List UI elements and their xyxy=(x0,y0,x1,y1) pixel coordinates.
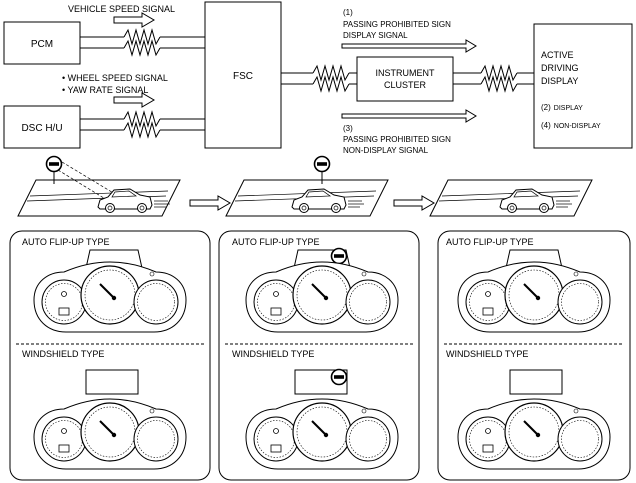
pcm-fsc-harness xyxy=(80,29,205,56)
road-scene-2 xyxy=(225,155,389,217)
yaw-rate-label: • YAW RATE SIGNAL xyxy=(62,85,148,95)
windshield-label: WINDSHIELD TYPE xyxy=(446,349,528,359)
passing-prohibited-sign-icon xyxy=(330,247,348,265)
fsc-cluster-harness xyxy=(281,65,357,92)
signal-3-label-1: PASSING PROHIBITED SIGN xyxy=(343,135,451,144)
road-scene-1 xyxy=(17,155,181,217)
vehicle-speed-arrow xyxy=(113,12,155,28)
ad-label-1: ACTIVE xyxy=(541,50,574,60)
windshield-label: WINDSHIELD TYPE xyxy=(232,349,314,359)
cluster-label-2: CLUSTER xyxy=(384,80,427,90)
panel-no-sign: AUTO FLIP-UP TYPE WINDSHIELD TYPE xyxy=(9,230,211,481)
fsc-label: FSC xyxy=(233,71,253,82)
signal-3-label-2: NON-DISPLAY SIGNAL xyxy=(343,146,429,155)
ad-label-3: DISPLAY xyxy=(541,76,578,86)
signal-1-number: (1) xyxy=(343,8,353,17)
panel-sign-cleared: AUTO FLIP-UP TYPE WINDSHIELD TYPE xyxy=(437,230,631,481)
wheel-speed-label: • WHEEL SPEED SIGNAL xyxy=(62,73,168,83)
signal-1-arrow xyxy=(341,39,477,53)
passing-prohibited-sign-icon xyxy=(313,155,331,173)
passing-prohibited-sign-icon xyxy=(45,155,63,173)
pcm-label: PCM xyxy=(31,39,53,50)
vehicle-speed-label: VEHICLE SPEED SIGNAL xyxy=(68,4,175,14)
right-arrow-icon xyxy=(393,195,435,211)
passing-prohibited-sign-icon xyxy=(330,368,348,386)
dsc-hu-block: DSC H/U xyxy=(3,105,81,149)
active-driving-display-block: ACTIVE DRIVING DISPLAY (2)DISPLAY (4)NON… xyxy=(533,23,633,149)
dsc-label: DSC H/U xyxy=(21,123,62,134)
auto-flip-up-label: AUTO FLIP-UP TYPE xyxy=(22,237,110,247)
ad-label-2: DRIVING xyxy=(541,63,579,73)
auto-flip-up-label: AUTO FLIP-UP TYPE xyxy=(232,237,320,247)
wheel-speed-arrow xyxy=(113,92,155,108)
pcm-block: PCM xyxy=(3,21,81,65)
ad-state-display: (2)DISPLAY xyxy=(541,103,583,112)
signal-1-label-2: DISPLAY SIGNAL xyxy=(343,31,408,40)
dsc-fsc-harness xyxy=(80,111,205,138)
fsc-block: FSC xyxy=(204,1,282,149)
road-scene-3 xyxy=(429,179,593,217)
panel-sign-displayed: AUTO FLIP-UP TYPE WINDSHIELD TYPE xyxy=(218,230,420,481)
cluster-label-1: INSTRUMENT xyxy=(376,68,435,78)
signal-1-label-1: PASSING PROHIBITED SIGN xyxy=(343,20,451,29)
right-arrow-icon xyxy=(189,195,231,211)
windshield-label: WINDSHIELD TYPE xyxy=(22,349,104,359)
signal-3-number: (3) xyxy=(343,124,353,133)
signal-3-arrow xyxy=(341,109,477,123)
instrument-cluster-block: INSTRUMENT CLUSTER xyxy=(356,56,454,102)
cluster-display-harness xyxy=(453,65,534,92)
auto-flip-up-label: AUTO FLIP-UP TYPE xyxy=(446,237,534,247)
ad-state-nondisplay: (4)NON-DISPLAY xyxy=(541,121,601,130)
